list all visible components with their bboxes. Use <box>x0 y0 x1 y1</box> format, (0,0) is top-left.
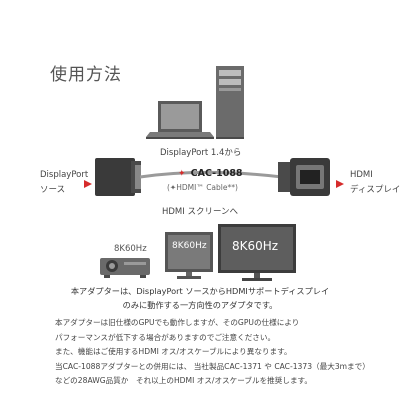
monitor-resolution-label: 8K60Hz <box>172 241 207 251</box>
hdmi-connector <box>278 158 330 196</box>
displayport-source-label: ソース <box>40 185 66 195</box>
notes: 本アダプターは旧仕様のGPUでも動作しますが、そのGPUの仕様により パフォーマ… <box>55 316 375 389</box>
model-sub-label: (✦HDMI™ Cable**) <box>167 183 238 192</box>
model-label: ✦ CAC-1088 <box>178 161 243 180</box>
source-label: DisplayPort 1.4から <box>160 148 242 158</box>
adapter-cable <box>139 171 283 179</box>
projector-resolution-label: 8K60Hz <box>114 244 147 254</box>
hdmi-display-label: ディスプレイ <box>350 185 400 195</box>
left-arrow-icon <box>84 180 92 188</box>
displayport-label: DisplayPort <box>40 170 89 180</box>
hdmi-label: HDMI <box>350 170 373 180</box>
destination-label: HDMI スクリーンへ <box>162 207 239 217</box>
desktop-tower-icon <box>216 66 244 139</box>
model-mark-icon: ✦ <box>178 169 186 179</box>
tv-resolution-label: 8K60Hz <box>232 239 279 253</box>
displayport-connector <box>95 158 141 196</box>
tv-icon <box>218 224 296 281</box>
projector-icon <box>100 258 150 278</box>
note-line: パフォーマンスが低下する場合がありますのでご注意ください。 <box>55 332 276 342</box>
note-line: 本アダプターは旧仕様のGPUでも動作しますが、そのGPUの仕様により <box>55 318 300 327</box>
note-line: 当CAC-1088アダプターとの併用には、 当社製品CAC-1371 や CAC… <box>55 361 370 371</box>
description-line-1: 本アダプターは、DisplayPort ソースからHDMIサポートディスプレイ <box>70 286 330 296</box>
laptop-icon <box>146 101 214 139</box>
right-arrow-icon <box>336 180 344 188</box>
page-title: 使用方法 <box>50 65 122 85</box>
note-line: などの28AWG品質か それ以上のHDMI オス/オスケーブルを推奨します。 <box>55 376 312 385</box>
model-name: CAC-1088 <box>190 168 243 179</box>
note-line: また、機能はご使用するHDMI オス/オスケーブルにより異なります。 <box>55 347 292 356</box>
description: 本アダプターは、DisplayPort ソースからHDMIサポートディスプレイ … <box>0 284 400 312</box>
description-line-2: のみに動作する一方向性のアダプタです。 <box>122 300 278 310</box>
monitor-icon <box>165 232 213 279</box>
